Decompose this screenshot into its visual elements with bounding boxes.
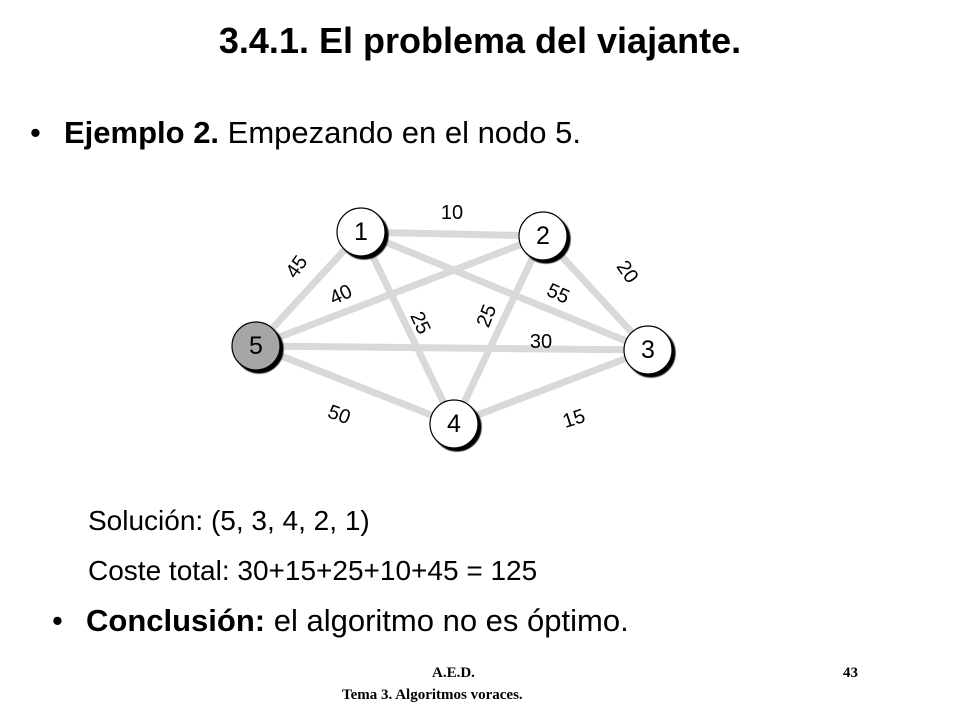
bullet-icon: • <box>30 115 41 150</box>
conclusion-label: Conclusión: <box>86 603 266 638</box>
edge-weight-4-3: 15 <box>560 405 588 433</box>
edge-1-5 <box>252 228 365 350</box>
edge-5-3 <box>252 342 652 354</box>
edge-weight-5-4: 50 <box>325 401 353 429</box>
slide-title: 3.4.1. El problema del viajante. <box>218 20 742 61</box>
node-3 <box>623 325 673 375</box>
edge-weight-1-2: 10 <box>441 202 463 224</box>
edge-weight-2-3: 20 <box>612 257 643 288</box>
node-label-3: 3 <box>641 336 655 364</box>
footer-topic: Tema 3. Algoritmos voraces. <box>342 687 523 703</box>
node-label-1: 1 <box>354 218 368 246</box>
node-label-2: 2 <box>536 222 550 250</box>
example-line: • Ejemplo 2. Empezando en el nodo 5. <box>30 115 581 151</box>
footer-course: A.E.D. <box>432 665 475 681</box>
conclusion-text: el algoritmo no es óptimo. <box>273 603 629 638</box>
node-2 <box>518 211 568 261</box>
node-1 <box>336 207 386 257</box>
solution-text: Solución: (5, 3, 4, 2, 1) <box>88 505 370 536</box>
node-label-4: 4 <box>447 410 461 438</box>
edge-weight-5-3: 30 <box>530 331 552 353</box>
conclusion-line: • Conclusión: el algoritmo no es óptimo. <box>52 603 629 639</box>
node-5 <box>231 321 281 371</box>
edge-2-5 <box>252 232 547 350</box>
example-label: Ejemplo 2. <box>64 115 220 150</box>
edge-5-4 <box>252 342 458 428</box>
edge-2-4 <box>450 232 547 428</box>
edge-1-3 <box>357 228 652 354</box>
edge-weight-1-5: 45 <box>282 252 313 283</box>
footer-page-number: 43 <box>843 665 858 681</box>
edge-weight-2-5: 40 <box>326 280 355 309</box>
bullet-icon: • <box>52 603 63 638</box>
node-label-5: 5 <box>249 332 263 360</box>
edge-2-3 <box>539 232 652 354</box>
edge-1-2 <box>357 228 547 240</box>
example-text: Empezando en el nodo 5. <box>227 115 581 150</box>
total-cost-text: Coste total: 30+15+25+10+45 = 125 <box>88 555 538 586</box>
edge-weight-1-3: 55 <box>543 279 572 308</box>
edge-1-4 <box>357 228 458 428</box>
edge-4-3 <box>450 346 652 428</box>
node-4 <box>429 399 479 449</box>
